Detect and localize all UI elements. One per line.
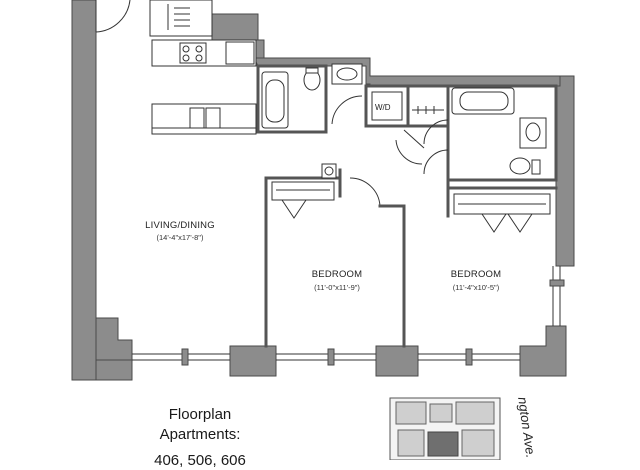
bedroom-1-walls	[264, 163, 406, 348]
bedroom-2-label: BEDROOM	[451, 269, 502, 280]
hall-doors	[331, 95, 449, 207]
east-window	[549, 266, 565, 326]
southeast-column	[519, 325, 567, 377]
caption-floorplan: Floorplan	[168, 406, 232, 423]
east-exterior-wall	[555, 75, 575, 267]
bedroom-2-dimensions: (11'-4"x10'-5")	[453, 283, 500, 292]
entry-closet	[149, 0, 213, 37]
floorplan-drawing: W/D	[71, 0, 575, 460]
key-plan	[389, 397, 501, 460]
bedroom-1-label: BEDROOM	[312, 269, 363, 280]
kitchen-island	[151, 103, 257, 135]
living-dining-dimensions: (14'-4"x17'-8")	[157, 233, 204, 242]
south-windows	[132, 348, 520, 366]
linen-closet	[406, 84, 450, 128]
north-wall	[253, 57, 561, 87]
bedroom-1-dimensions: (11'-0"x11'-9")	[314, 283, 360, 292]
south-pier	[229, 345, 277, 377]
living-dining-label: LIVING/DINING	[145, 220, 215, 231]
entry-door	[95, 0, 131, 33]
south-wall-segment	[95, 359, 133, 381]
caption-unit-numbers: 406, 506, 606	[154, 452, 246, 469]
bathroom-2	[446, 84, 558, 182]
north-wall-block	[211, 13, 259, 41]
south-pier	[375, 345, 419, 377]
west-exterior-wall	[71, 0, 97, 381]
laundry-label: W/D	[375, 103, 391, 112]
caption-apartments: Apartments:	[159, 426, 241, 443]
bedroom-2-walls	[423, 149, 558, 233]
bathroom-1	[256, 63, 363, 134]
kitchen-range-counter	[151, 39, 257, 67]
